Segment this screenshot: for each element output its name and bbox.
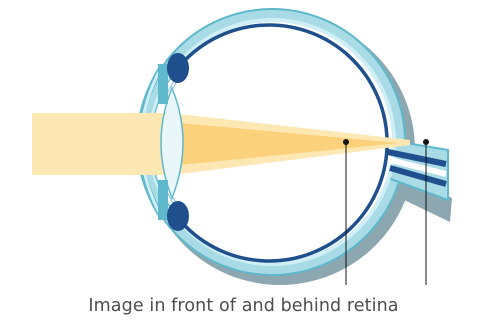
focal-point-front-marker <box>343 139 349 145</box>
focal-point-behind-marker <box>423 139 429 145</box>
diagram-caption: Image in front of and behind retina <box>0 296 487 316</box>
